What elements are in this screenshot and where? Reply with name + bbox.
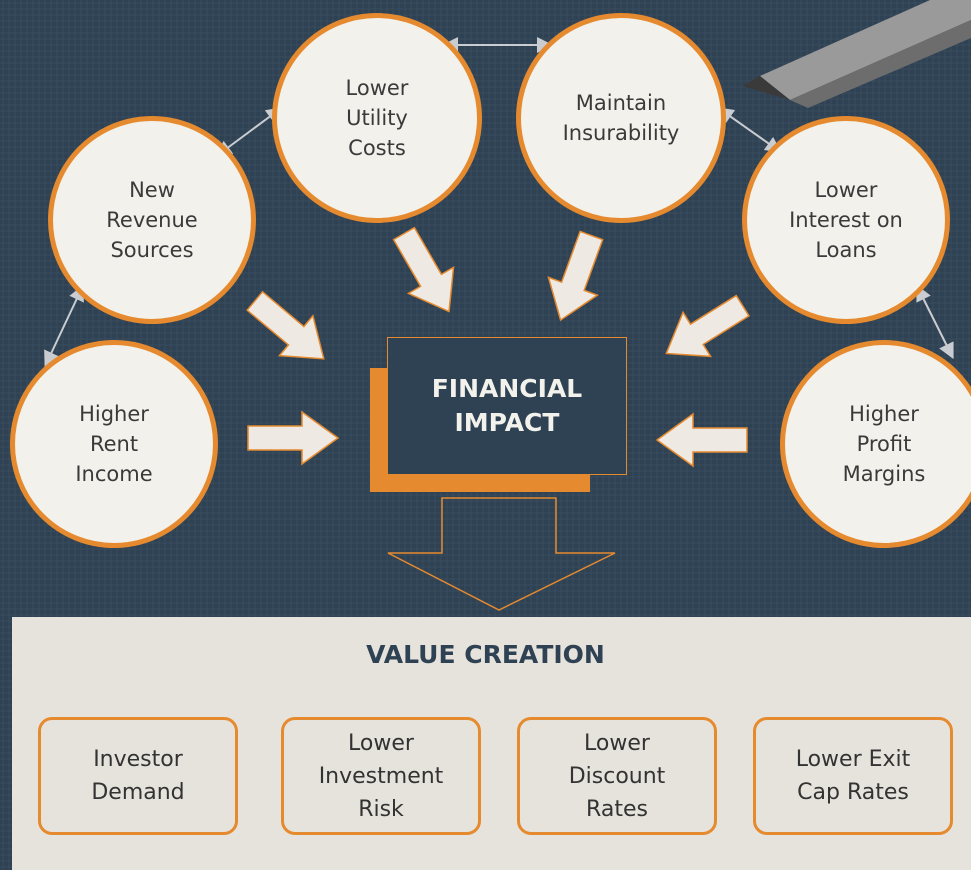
circle-new-revenue-sources: New Revenue Sources [48, 116, 256, 324]
circle-lower-interest-on-loans: Lower Interest on Loans [742, 116, 950, 324]
value-creation-title: VALUE CREATION [366, 640, 605, 669]
arrow-from-margins [655, 412, 748, 468]
arrow-from-insurability [547, 230, 604, 322]
value-item-investor-demand: Investor Demand [38, 717, 238, 835]
circle-higher-rent-income: Higher Rent Income [10, 340, 218, 548]
link-insurability-interest [717, 107, 782, 153]
circle-lower-utility-costs: Lower Utility Costs [272, 13, 482, 223]
arrow-to-value-creation [387, 497, 616, 611]
arrow-from-interest [665, 294, 751, 358]
arrow-from-rent [247, 410, 340, 466]
value-item-lower-exit-cap-rates: Lower Exit Cap Rates [753, 717, 953, 835]
value-item-lower-investment-risk: Lower Investment Risk [281, 717, 481, 835]
value-creation-panel [12, 617, 971, 870]
financial-impact-box: FINANCIAL IMPACT [387, 337, 627, 475]
circle-maintain-insurability: Maintain Insurability [516, 13, 726, 223]
link-interest-margins [916, 284, 954, 360]
link-revenue-utility [215, 107, 283, 157]
arrow-from-utility [392, 226, 455, 313]
value-item-lower-discount-rates: Lower Discount Rates [517, 717, 717, 835]
arrow-from-revenue [246, 290, 325, 360]
pencil-icon [742, 0, 971, 108]
circle-higher-profit-margins: Higher Profit Margins [780, 340, 971, 548]
link-rent-revenue [44, 284, 84, 368]
